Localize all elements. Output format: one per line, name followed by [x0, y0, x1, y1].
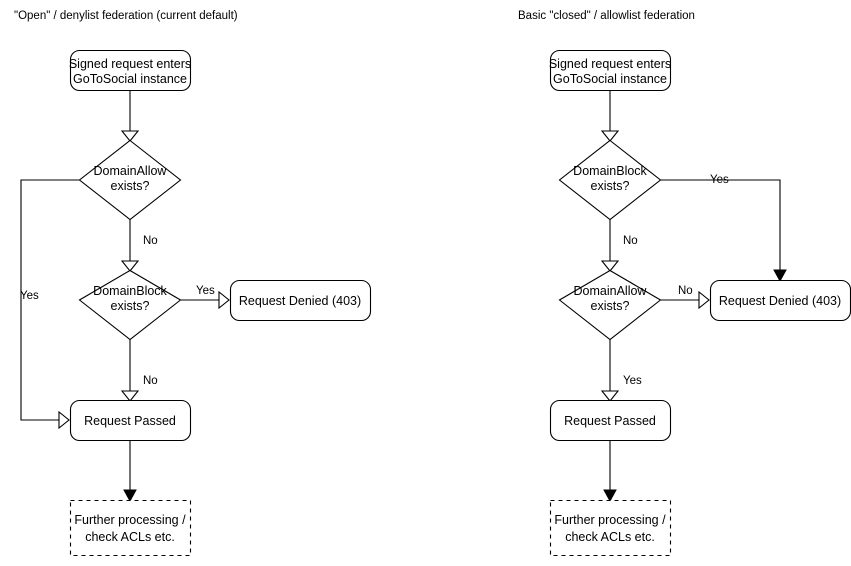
right-request-passed-label: Request Passed — [564, 414, 656, 428]
left-decision1-label-line1: DomainAllow — [94, 164, 168, 178]
right-request-passed-node: Request Passed — [549, 399, 672, 442]
right-further-processing-box — [549, 499, 672, 557]
left-request-denied-node: Request Denied (403) — [229, 279, 372, 322]
arrowhead-open-down-icon — [600, 390, 620, 402]
right-decision-domainblock: DomainBlock exists? — [558, 139, 662, 221]
left-further-processing-node: Further processing / check ACLs etc. — [69, 499, 192, 557]
right-request-denied-node: Request Denied (403) — [709, 279, 851, 322]
arrowhead-open-right-icon — [218, 290, 230, 310]
left-edge-allow-yes: Yes — [20, 179, 80, 430]
left-edge-block-yes-label: Yes — [196, 285, 215, 297]
right-edge-block-yes-label: Yes — [710, 174, 729, 186]
arrowhead-open-down-icon — [120, 390, 140, 402]
right-edge-allow-no-label: No — [678, 285, 693, 297]
left-further-processing-label-line2: check ACLs etc. — [85, 530, 175, 544]
arrowhead-filled-down-icon — [773, 269, 787, 283]
right-further-processing-label-line2: check ACLs etc. — [565, 530, 655, 544]
right-decision-domainallow: DomainAllow exists? — [558, 269, 662, 341]
left-further-processing-label-line1: Further processing / — [74, 513, 186, 527]
right-decision2-label-line2: exists? — [591, 299, 630, 313]
arrowhead-open-down-icon — [600, 130, 620, 142]
right-edge-block-no-label: No — [623, 235, 638, 247]
right-request-denied-label: Request Denied (403) — [719, 294, 841, 308]
left-edge-allow-no-label: No — [143, 235, 158, 247]
arrowhead-open-right-icon — [58, 410, 70, 430]
left-entry-label-line1: Signed request enters — [69, 57, 191, 71]
left-decision-domainallow: DomainAllow exists? — [78, 139, 182, 221]
arrowhead-open-down-icon — [600, 260, 620, 272]
left-edge-block-no: No — [120, 339, 158, 402]
right-edge-allow-yes: Yes — [600, 339, 642, 402]
left-edge-block-no-label: No — [143, 375, 158, 387]
left-decision-domainblock: DomainBlock exists? — [78, 269, 182, 341]
right-decision2-label-line1: DomainAllow — [574, 284, 648, 298]
left-edge-block-yes: Yes — [180, 285, 230, 310]
left-edge-allow-yes-label: Yes — [20, 290, 39, 302]
right-further-processing-node: Further processing / check ACLs etc. — [549, 499, 672, 557]
left-decision2-label-line1: DomainBlock — [93, 284, 167, 298]
right-entry-node: Signed request enters GoToSocial instanc… — [549, 49, 671, 92]
left-request-passed-label: Request Passed — [84, 414, 176, 428]
arrowhead-open-down-icon — [120, 260, 140, 272]
right-edge-allow-no: No — [660, 285, 710, 310]
left-diagram-title: "Open" / denylist federation (current de… — [14, 10, 238, 22]
right-entry-label-line1: Signed request enters — [549, 57, 671, 71]
right-edge-passed-to-further — [603, 440, 617, 503]
left-request-denied-label: Request Denied (403) — [239, 294, 361, 308]
right-edge-allow-yes-label: Yes — [623, 375, 642, 387]
left-request-denied-box — [229, 279, 372, 322]
left-edge-passed-to-further — [123, 440, 137, 503]
right-edge-block-yes: Yes — [660, 174, 787, 283]
arrowhead-filled-down-icon — [123, 489, 137, 503]
right-edge-entry-to-domainblock — [600, 90, 620, 142]
left-edge-entry-to-domainallow — [120, 90, 140, 142]
left-request-passed-node: Request Passed — [69, 399, 192, 442]
left-further-processing-box — [69, 499, 192, 557]
right-decision1-label-line1: DomainBlock — [573, 164, 647, 178]
left-entry-label-line2: GoToSocial instance — [73, 72, 187, 86]
right-decision1-label-line2: exists? — [591, 179, 630, 193]
left-decision2-label-line2: exists? — [111, 299, 150, 313]
left-decision1-label-line2: exists? — [111, 179, 150, 193]
right-entry-label-line2: GoToSocial instance — [553, 72, 667, 86]
left-edge-allow-no: No — [120, 219, 158, 272]
left-entry-node: Signed request enters GoToSocial instanc… — [69, 49, 191, 92]
right-edge-block-no: No — [600, 219, 638, 272]
right-diagram-title: Basic "closed" / allowlist federation — [518, 10, 695, 22]
arrowhead-open-down-icon — [120, 130, 140, 142]
arrowhead-open-right-icon — [698, 290, 710, 310]
right-further-processing-label-line1: Further processing / — [554, 513, 666, 527]
arrowhead-filled-down-icon — [603, 489, 617, 503]
